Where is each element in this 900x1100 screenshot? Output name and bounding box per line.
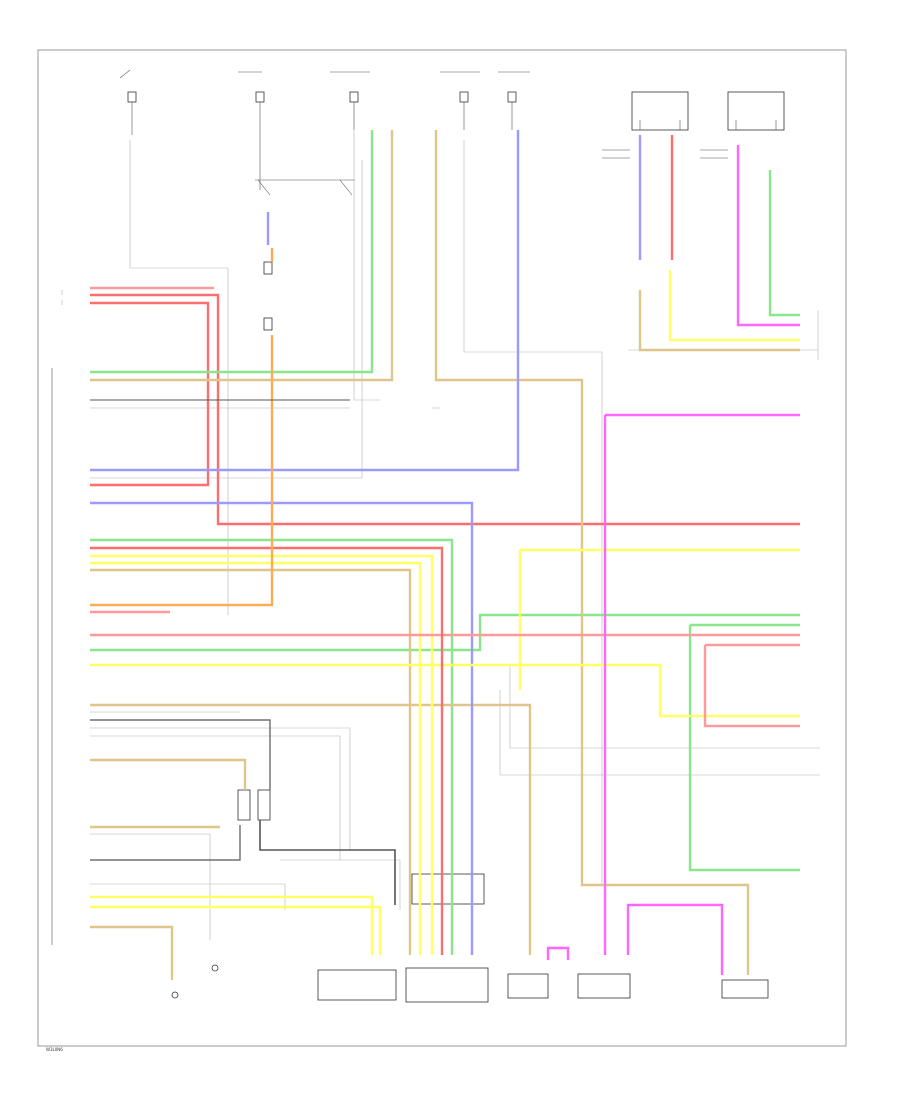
wire-blue-1	[90, 130, 520, 472]
wire-red-1	[90, 293, 800, 526]
wire-green-4	[688, 623, 800, 872]
wire-magenta-3	[626, 903, 724, 975]
diagram-footer-code: W3L0N6	[46, 1047, 63, 1052]
top-fuse-blocks	[119, 69, 530, 331]
wire-yellow-3	[90, 663, 800, 718]
wire-yellow-2	[90, 561, 422, 955]
wire-yellow-4	[518, 548, 800, 690]
wire-black-3	[90, 825, 241, 861]
top-right-sensors	[602, 91, 785, 159]
wire-magenta-2	[736, 145, 800, 327]
wire-red-3	[90, 546, 444, 955]
gray-wires	[90, 130, 820, 940]
wire-tan-8	[90, 758, 247, 790]
wire-tan-6	[90, 925, 174, 980]
wire-tan-4	[90, 703, 532, 955]
wire-magenta-4	[546, 946, 570, 960]
wire-yellow-6	[90, 895, 374, 955]
wire-green-5	[768, 170, 800, 317]
diagram-frame	[37, 49, 847, 1047]
wire-tan-7	[638, 290, 800, 352]
left-module	[51, 290, 63, 945]
wire-orange-1	[90, 335, 274, 607]
colored-wires	[90, 130, 800, 980]
wire-blue-2	[90, 501, 474, 955]
wire-black-1	[90, 719, 271, 790]
wire-tan-3	[90, 568, 412, 955]
wire-pink-3	[703, 643, 800, 728]
wire-red-2	[90, 301, 210, 487]
wire-green-3	[90, 613, 800, 652]
wire-green-1	[90, 130, 374, 374]
wire-yellow-1	[90, 554, 434, 955]
wire-tan-1	[90, 130, 394, 382]
wire-tan-2	[434, 130, 750, 975]
wire-yellow-7	[90, 905, 382, 955]
wire-yellow-5	[668, 270, 800, 342]
wire-green-2	[90, 538, 454, 955]
wire-magenta-1	[603, 413, 800, 955]
wire-black-2	[259, 820, 396, 905]
